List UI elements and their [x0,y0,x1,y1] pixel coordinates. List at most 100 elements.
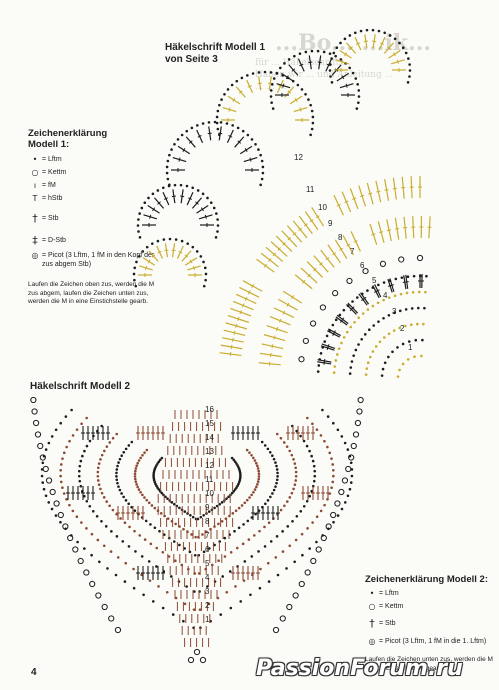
picot-mark [193,648,201,656]
chain-dot [139,456,142,460]
row-number-label: 2 [205,601,210,610]
chain-dot [329,75,332,78]
chain-dot [193,553,197,557]
chain-dot [99,487,102,491]
chain-dot [124,499,128,502]
picot-mark [338,488,345,496]
chain-dot [304,92,307,96]
chain-dot [70,408,73,412]
chain-dot [172,540,176,543]
chain-dot [99,458,102,461]
stitch-bar [157,201,161,205]
stitch-bar [362,296,367,300]
chain-dot [354,77,358,80]
chain-dot [292,458,295,461]
chain-dot [252,534,256,537]
chain-dot [213,120,217,124]
chain-dot [143,538,147,541]
model1-legend-item: ○ = Kettm [28,168,158,181]
chain-dot [61,486,64,489]
chain-dot [328,52,332,55]
picot-mark [42,465,49,473]
chain-dot [120,454,123,458]
chain-dot [158,458,162,462]
chain-dot [133,266,137,270]
chain-dot [104,525,108,528]
chain-dot [408,63,411,66]
chain-dot [220,519,224,523]
picot-mark [199,656,207,664]
chain-dot [166,517,170,520]
row-number-label: 8 [338,233,343,242]
chain-dot [178,506,181,510]
row-number-label: 15 [205,419,214,428]
chain-dot [263,545,267,548]
picot-mark [101,603,108,611]
chain-dot [235,79,239,83]
chain-dot [133,475,137,478]
chain-dot [174,522,177,526]
stitch-bar [152,207,156,212]
chain-dot [275,535,279,538]
chain-dot [337,347,341,350]
chain-dot [140,555,144,558]
chain-dot [363,333,367,336]
chain-dot [59,463,63,466]
chain-dot [336,514,340,517]
chain-dot [310,454,313,458]
chain-dot [228,514,231,518]
chain-dot [116,556,120,559]
chain-dot [377,29,381,33]
chain-dot [102,496,106,499]
chain-dot [153,506,157,510]
picot-mark [30,396,37,404]
chain-dot [425,274,428,278]
chain-dot [302,439,306,443]
chain-dot [96,470,100,474]
stitch-bar [239,310,242,315]
chain-dot [191,245,195,249]
chain-dot [293,462,297,465]
model1-legend-item: ‡ = D-Stb [28,229,158,251]
chain-dot [420,354,423,358]
chain-dot [201,533,204,536]
chain-dot [160,456,164,460]
chain-dot [275,464,278,468]
chain-dot [346,494,350,498]
chain-dot [350,360,354,363]
chain-dot [240,504,244,507]
chain-dot [313,474,317,478]
chain-dot [148,579,152,582]
chain-dot [190,126,194,130]
chain-dot [105,445,109,448]
chain-dot [127,444,131,447]
chain-dot [290,453,294,457]
model1-legend-label: = D-Stb [42,236,66,244]
chain-dot [340,435,344,438]
chain-dot [163,514,166,518]
chain-dot [264,502,267,506]
chain-dot [134,467,138,470]
row-number-label: 6 [360,261,365,270]
stitch-bar [276,327,279,332]
chain-dot [138,236,142,239]
chain-dot [250,138,254,141]
picot-mark [319,304,327,311]
chain-dot [231,512,235,515]
chain-dot [269,540,273,543]
chain-dot [115,535,119,538]
chain-dot [168,153,171,157]
chain-dot [296,83,300,87]
picot-mark [72,546,79,553]
picot-mark [332,290,339,297]
stitch-bar [184,254,189,258]
picot-mark [279,615,286,622]
chain-dot [97,483,101,486]
chain-dot [342,308,346,312]
chain-dot [245,448,249,452]
model1-legend-list: • = Lftm ○ = Kettm ı = fM T = hStb † = S… [28,155,158,273]
chain-dot [115,471,118,475]
chain-dot [282,441,286,444]
chain-dot [357,89,361,92]
chain-dot [309,133,312,137]
